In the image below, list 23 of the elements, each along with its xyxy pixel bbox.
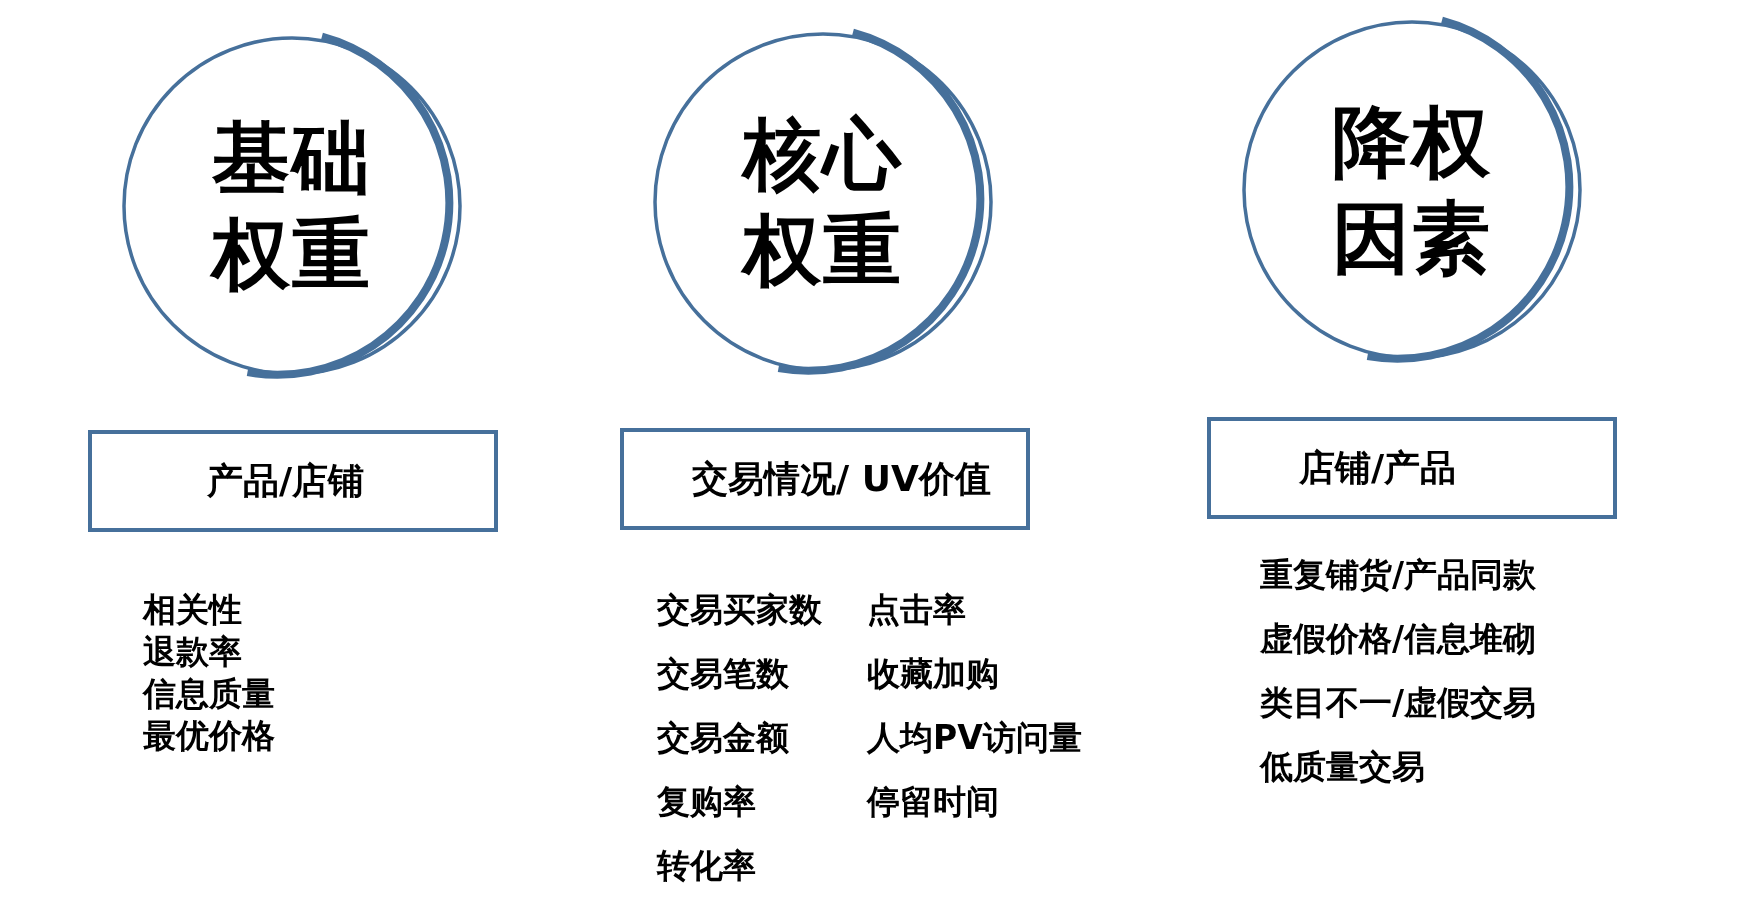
list-item: 低质量交易: [1260, 747, 1425, 787]
category-box: 交易情况/ UV价值: [620, 428, 1030, 530]
list-item: 交易金额: [657, 718, 789, 758]
list-item: 转化率: [657, 846, 756, 886]
list-item: 类目不一/虚假交易: [1260, 683, 1537, 723]
list-item: 交易买家数: [657, 590, 822, 630]
list-item: 复购率: [657, 782, 756, 822]
list-item: 交易笔数: [657, 654, 789, 694]
circle-title: 核心权重: [740, 108, 904, 297]
list-item: 最优价格: [143, 716, 275, 756]
circle-title: 基础权重: [209, 112, 373, 301]
list-item: 停留时间: [867, 782, 999, 822]
list-item: 重复铺货/产品同款: [1260, 555, 1537, 595]
circle-title: 降权因素: [1331, 96, 1493, 285]
category-box: 店铺/产品: [1207, 417, 1617, 519]
list-item: 收藏加购: [867, 654, 999, 694]
list-item: 虚假价格/信息堆砌: [1260, 619, 1537, 659]
list-item: 人均PV访问量: [867, 718, 1082, 758]
category-box: 产品/店铺: [88, 430, 498, 532]
list-item: 点击率: [867, 590, 966, 630]
list-item: 退款率: [143, 632, 242, 672]
list-item: 相关性: [143, 590, 242, 630]
list-item: 信息质量: [143, 674, 275, 714]
